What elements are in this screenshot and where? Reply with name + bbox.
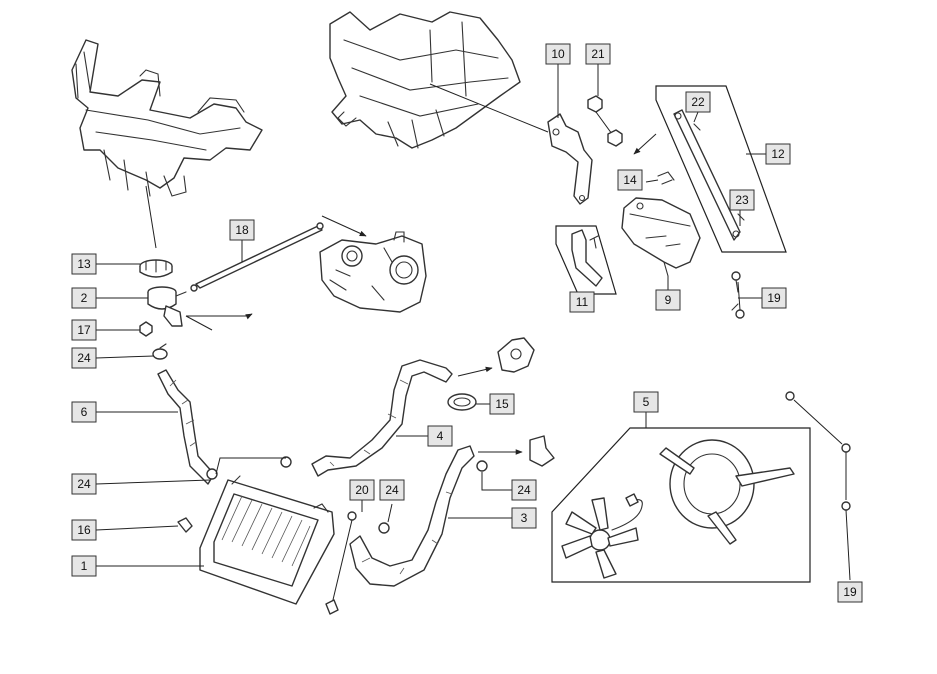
callout-c12: 12 [765, 143, 791, 165]
callout-c14: 14 [617, 169, 643, 191]
callout-label: 24 [77, 351, 91, 365]
callout-c9: 9 [655, 289, 681, 311]
radiator-part-1 [199, 475, 335, 605]
clamp-part-24-upper [152, 343, 168, 360]
callout-label: 9 [665, 293, 672, 307]
callout-label: 15 [495, 397, 509, 411]
callout-label: 4 [437, 429, 444, 443]
fan-group-part-5 [551, 427, 811, 583]
callout-label: 17 [77, 323, 91, 337]
screws-part-19-upper [731, 271, 745, 319]
fan-motor-connector-illustration [611, 493, 643, 531]
screws-part-19-lower [785, 391, 851, 581]
callout-label: 21 [591, 47, 605, 61]
clamp-part-24-middle [206, 456, 488, 480]
callout-label: 10 [551, 47, 565, 61]
callout-label: 24 [385, 483, 399, 497]
callout-label: 3 [521, 511, 528, 525]
callout-c19b: 19 [837, 581, 863, 603]
callout-label: 16 [77, 523, 91, 537]
callout-c24a: 24 [71, 347, 97, 369]
hose-part-6 [157, 369, 215, 485]
callout-c17: 17 [71, 319, 97, 341]
callout-label: 19 [767, 291, 781, 305]
callout-c19a: 19 [761, 287, 787, 309]
callout-label: 14 [623, 173, 637, 187]
callout-label: 12 [771, 147, 785, 161]
bracket-part-9 [621, 197, 701, 277]
hose-part-4 [311, 359, 453, 477]
clamp-part-15 [447, 393, 477, 411]
outlet-fitting-illustration [478, 435, 555, 467]
callout-c24d: 24 [511, 479, 537, 501]
filler-neck-part-2 [147, 286, 253, 331]
cap-part-13 [139, 259, 173, 278]
callout-label: 1 [81, 559, 88, 573]
callout-label: 22 [691, 95, 705, 109]
callout-c2: 2 [71, 287, 97, 309]
callout-label: 11 [576, 295, 589, 309]
callout-c10: 10 [545, 43, 571, 65]
callout-label: 2 [81, 291, 88, 305]
part-12-group [633, 85, 787, 253]
callout-c24c: 24 [379, 479, 405, 501]
thermostat-cover-illustration [457, 337, 535, 377]
callout-c15: 15 [489, 393, 515, 415]
engine-housing-illustration [319, 231, 427, 313]
clamp-part-24-lower [378, 522, 390, 534]
callout-label: 20 [355, 483, 369, 497]
callout-c21: 21 [585, 43, 611, 65]
callout-label: 24 [77, 477, 91, 491]
callout-c18: 18 [229, 219, 255, 241]
part-11-group [555, 225, 617, 295]
callout-label: 5 [643, 395, 650, 409]
screw-part-20 [325, 511, 357, 615]
frame-rear-section-illustration [329, 11, 549, 149]
fan-shroud-illustration [659, 439, 795, 545]
callout-leaders [95, 64, 766, 567]
callout-c13: 13 [71, 253, 97, 275]
fan-blade-illustration [561, 497, 639, 579]
bracket-part-10 [547, 113, 593, 205]
callout-label: 18 [235, 223, 249, 237]
nut-part-17 [139, 321, 153, 337]
callout-c5: 5 [633, 391, 659, 413]
callout-c16: 16 [71, 519, 97, 541]
callout-c11: 11 [569, 291, 595, 313]
callout-c20: 20 [349, 479, 375, 501]
rod-part-18 [190, 215, 367, 292]
callout-c23: 23 [729, 189, 755, 211]
sensor-part-16 [177, 517, 193, 533]
callout-c3: 3 [511, 507, 537, 529]
callout-c4: 4 [427, 425, 453, 447]
callout-c22: 22 [685, 91, 711, 113]
callout-c6: 6 [71, 401, 97, 423]
callout-label: 24 [517, 483, 531, 497]
clip-part-14 [657, 171, 675, 185]
frame-section-illustration [71, 39, 263, 249]
callout-c24b: 24 [71, 473, 97, 495]
hose-part-3 [349, 445, 475, 587]
callout-label: 13 [77, 257, 91, 271]
callout-label: 19 [843, 585, 857, 599]
callout-label: 23 [735, 193, 749, 207]
callout-label: 6 [81, 405, 88, 419]
nut-part-21 [587, 95, 623, 147]
callout-c1: 1 [71, 555, 97, 577]
